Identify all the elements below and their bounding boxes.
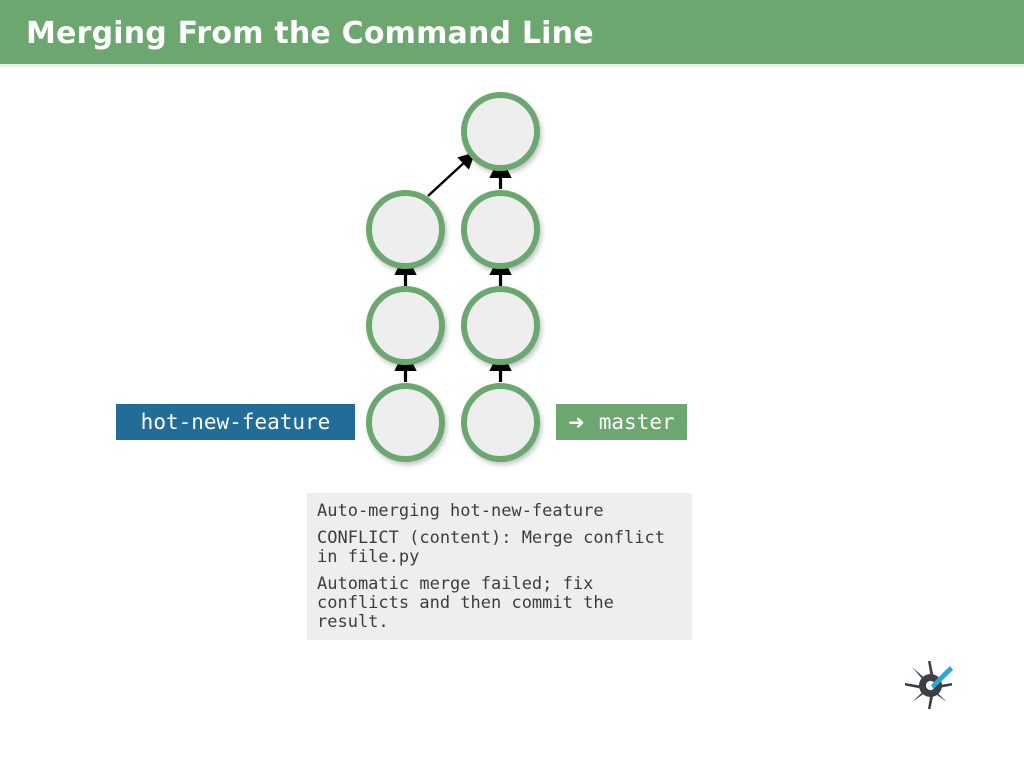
terminal-line-2: CONFLICT (content): Merge conflict in fi… — [317, 528, 676, 567]
header-underline — [0, 64, 1024, 67]
commit-node-master-2 — [461, 286, 540, 365]
branch-label-text: hot-new-feature — [140, 410, 331, 434]
commit-node-merge — [461, 92, 540, 171]
starburst-star-icon — [905, 661, 952, 709]
page-title: Merging From the Command Line — [26, 16, 594, 51]
head-arrow-icon: ➜ — [568, 410, 585, 434]
commit-node-feature-2 — [366, 286, 445, 365]
commit-node-feature-1 — [366, 383, 445, 462]
branch-label-master: ➜ master — [556, 404, 687, 440]
starburst-accent-stroke — [931, 666, 953, 689]
terminal-line-1: Auto-merging hot-new-feature — [317, 501, 604, 521]
terminal-line-3: Automatic merge failed; fix conflicts an… — [317, 574, 625, 632]
edge-feature-to-merge-diagonal — [427, 152, 476, 197]
branch-label-text: master — [598, 410, 675, 434]
branch-label-hot-new-feature: hot-new-feature — [116, 404, 355, 440]
commit-node-master-3 — [461, 190, 540, 269]
commit-node-feature-3 — [366, 190, 445, 269]
commit-node-master-1 — [461, 383, 540, 462]
header-band — [0, 0, 1024, 64]
starburst-logo — [905, 661, 953, 709]
terminal-output: Auto-merging hot-new-feature CONFLICT (c… — [307, 493, 692, 640]
